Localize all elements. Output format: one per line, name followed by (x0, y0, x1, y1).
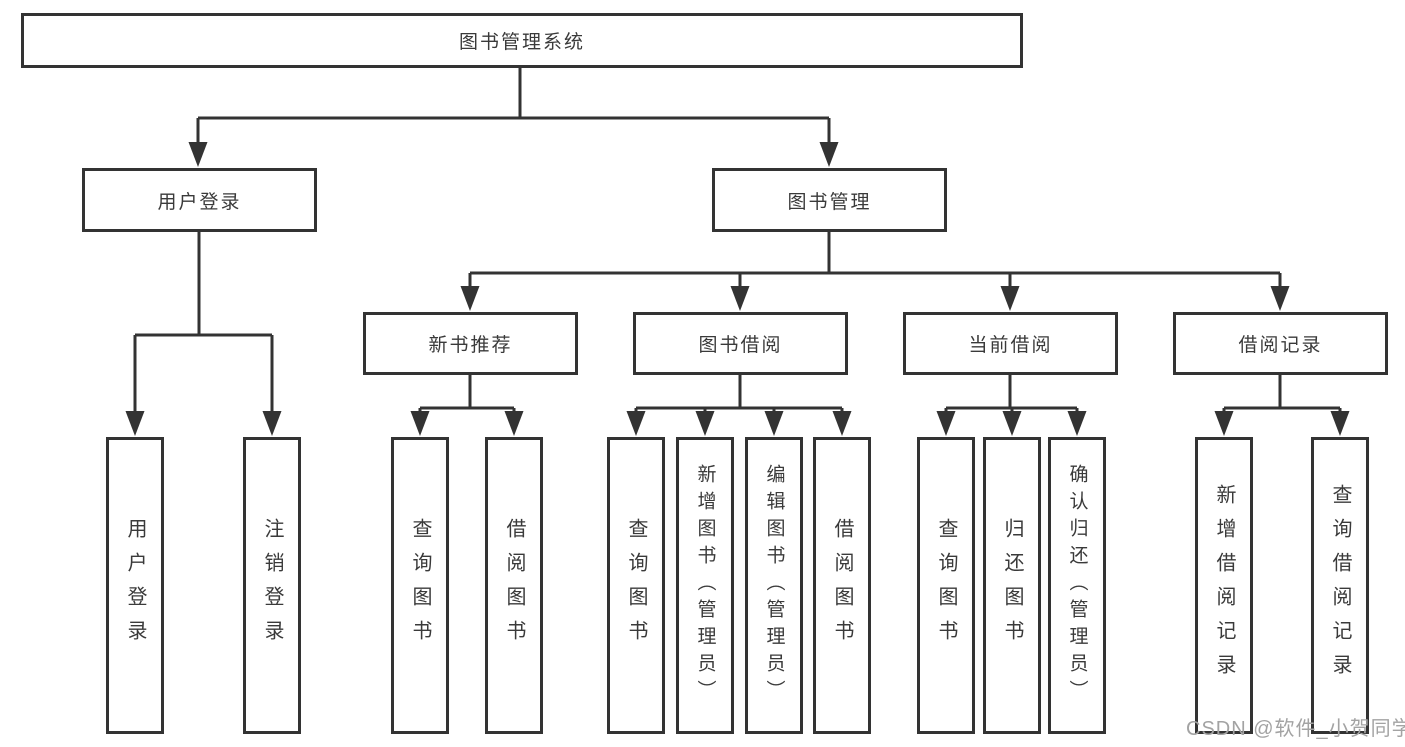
leaf-query-book-recommend: 查询图书 (391, 437, 449, 734)
node-new-book-recommend-label: 新书推荐 (428, 335, 513, 356)
leaf-logout-label: 注销登录 (261, 517, 283, 654)
leaf-query-book-current: 查询图书 (917, 437, 975, 734)
leaf-user-login-label: 用户登录 (124, 517, 146, 654)
leaf-borrow-book-recommend-label: 借阅图书 (503, 517, 525, 654)
leaf-query-book-current-label: 查询图书 (935, 517, 957, 654)
node-book-management-label: 图书管理 (787, 191, 872, 213)
node-user-login: 用户登录 (82, 168, 317, 232)
leaf-query-book-borrow: 查询图书 (607, 437, 665, 734)
root-node-label: 图书管理系统 (458, 32, 585, 53)
leaf-confirm-return-admin: 确认归还（管理员） (1048, 437, 1106, 734)
leaf-add-book-admin-label: 新增图书（管理员） (694, 464, 716, 707)
leaf-query-borrow-record: 查询借阅记录 (1311, 437, 1369, 734)
leaf-logout: 注销登录 (243, 437, 301, 734)
leaf-return-book: 归还图书 (983, 437, 1041, 734)
leaf-edit-book-admin: 编辑图书（管理员） (745, 437, 803, 734)
leaf-borrow-book-recommend: 借阅图书 (485, 437, 543, 734)
node-current-borrow-label: 当前借阅 (968, 335, 1053, 356)
node-book-management: 图书管理 (712, 168, 947, 232)
leaf-borrow-book: 借阅图书 (813, 437, 871, 734)
leaf-return-book-label: 归还图书 (1001, 517, 1023, 654)
node-new-book-recommend: 新书推荐 (363, 312, 578, 375)
node-user-login-label: 用户登录 (157, 191, 242, 213)
leaf-add-borrow-record-label: 新增借阅记录 (1213, 483, 1235, 688)
leaf-confirm-return-admin-label: 确认归还（管理员） (1066, 464, 1088, 707)
node-book-borrow-label: 图书借阅 (698, 335, 783, 356)
leaf-add-borrow-record: 新增借阅记录 (1195, 437, 1253, 734)
leaf-query-book-recommend-label: 查询图书 (409, 517, 431, 654)
leaf-edit-book-admin-label: 编辑图书（管理员） (763, 464, 785, 707)
csdn-watermark: CSDN @软件_小贺同学 (1186, 718, 1405, 740)
node-borrow-records: 借阅记录 (1173, 312, 1388, 375)
leaf-user-login: 用户登录 (106, 437, 164, 734)
node-borrow-records-label: 借阅记录 (1238, 335, 1323, 356)
node-book-borrow: 图书借阅 (633, 312, 848, 375)
leaf-borrow-book-label: 借阅图书 (831, 517, 853, 654)
leaf-query-book-borrow-label: 查询图书 (625, 517, 647, 654)
root-node: 图书管理系统 (21, 13, 1023, 68)
leaf-query-borrow-record-label: 查询借阅记录 (1329, 483, 1351, 688)
node-current-borrow: 当前借阅 (903, 312, 1118, 375)
leaf-add-book-admin: 新增图书（管理员） (676, 437, 734, 734)
